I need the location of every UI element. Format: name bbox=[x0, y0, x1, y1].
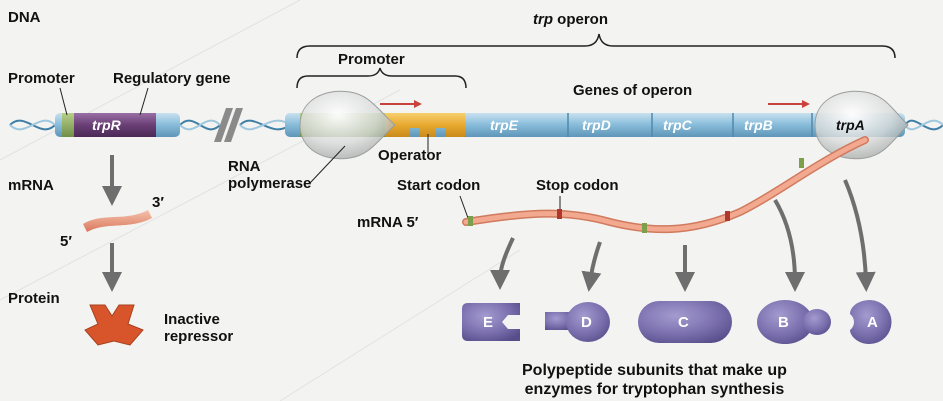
subunit-c-label: C bbox=[678, 314, 689, 331]
mrna-label: mRNA bbox=[8, 177, 54, 194]
rna-polymerase-label: RNA polymerase bbox=[228, 158, 312, 192]
promoter-top-label: Promoter bbox=[338, 51, 405, 68]
three-prime-label: 3′ bbox=[152, 194, 164, 211]
rna-polymerase-right bbox=[814, 90, 909, 160]
dna-label: DNA bbox=[8, 9, 41, 26]
dna-helix-left bbox=[9, 119, 943, 131]
flow-arrows bbox=[102, 155, 876, 292]
subunit-c-shape bbox=[638, 301, 732, 343]
regulatory-promoter-region bbox=[62, 113, 74, 137]
subunit-a-shape bbox=[850, 300, 892, 345]
subunit-a-label: A bbox=[867, 314, 878, 331]
start-codon-label: Start codon bbox=[397, 177, 481, 194]
gene-label-trpA: trpA bbox=[836, 117, 865, 133]
subunit-b-label: B bbox=[778, 314, 789, 331]
polycistronic-mrna bbox=[463, 137, 868, 232]
gene-label-trpE: trpE bbox=[490, 117, 518, 133]
mrna-5-prime-label: mRNA 5′ bbox=[357, 214, 419, 231]
trpR-gene-region bbox=[74, 113, 156, 137]
trp-operon-brace bbox=[296, 33, 896, 59]
trp-operon-title-word: operon bbox=[557, 11, 609, 28]
gene-label-trpD: trpD bbox=[582, 117, 611, 133]
codon-marks bbox=[468, 158, 804, 233]
inactive-repressor-shape bbox=[84, 304, 144, 346]
subunit-b-shape bbox=[757, 300, 831, 344]
gene-label-trpC: trpC bbox=[663, 117, 692, 133]
caption-label: Polypeptide subunits that make up enzyme… bbox=[522, 362, 787, 399]
rna-polymerase-left bbox=[299, 90, 396, 160]
subunit-e-shape bbox=[462, 303, 520, 341]
operator-label: Operator bbox=[378, 147, 442, 164]
operator-region bbox=[385, 113, 465, 137]
pointer-lines bbox=[59, 87, 561, 219]
subunit-d-shape bbox=[545, 302, 610, 342]
promoter-left-label: Promoter bbox=[8, 70, 75, 87]
trp-operon-title: trp operon bbox=[533, 11, 609, 29]
regulatory-gene-label: Regulatory gene bbox=[113, 70, 231, 87]
subunit-d-label: D bbox=[581, 314, 592, 331]
promoter-brace bbox=[296, 67, 467, 89]
background-lines bbox=[0, 0, 521, 401]
five-prime-label: 5′ bbox=[60, 233, 72, 250]
subunit-e-label: E bbox=[483, 314, 494, 331]
inactive-repressor-label: Inactive repressor bbox=[164, 311, 234, 345]
trp-operon-title-italic: trp bbox=[533, 11, 553, 28]
stop-codon-label: Stop codon bbox=[536, 177, 619, 194]
trpR-mrna bbox=[83, 210, 152, 232]
genes-of-operon-label: Genes of operon bbox=[573, 82, 693, 99]
gene-label-trpB: trpB bbox=[744, 117, 773, 133]
dna-break-icon bbox=[214, 108, 243, 142]
gene-label-trpR: trpR bbox=[92, 117, 121, 133]
gene-dividers bbox=[567, 113, 813, 137]
protein-label: Protein bbox=[8, 290, 60, 307]
